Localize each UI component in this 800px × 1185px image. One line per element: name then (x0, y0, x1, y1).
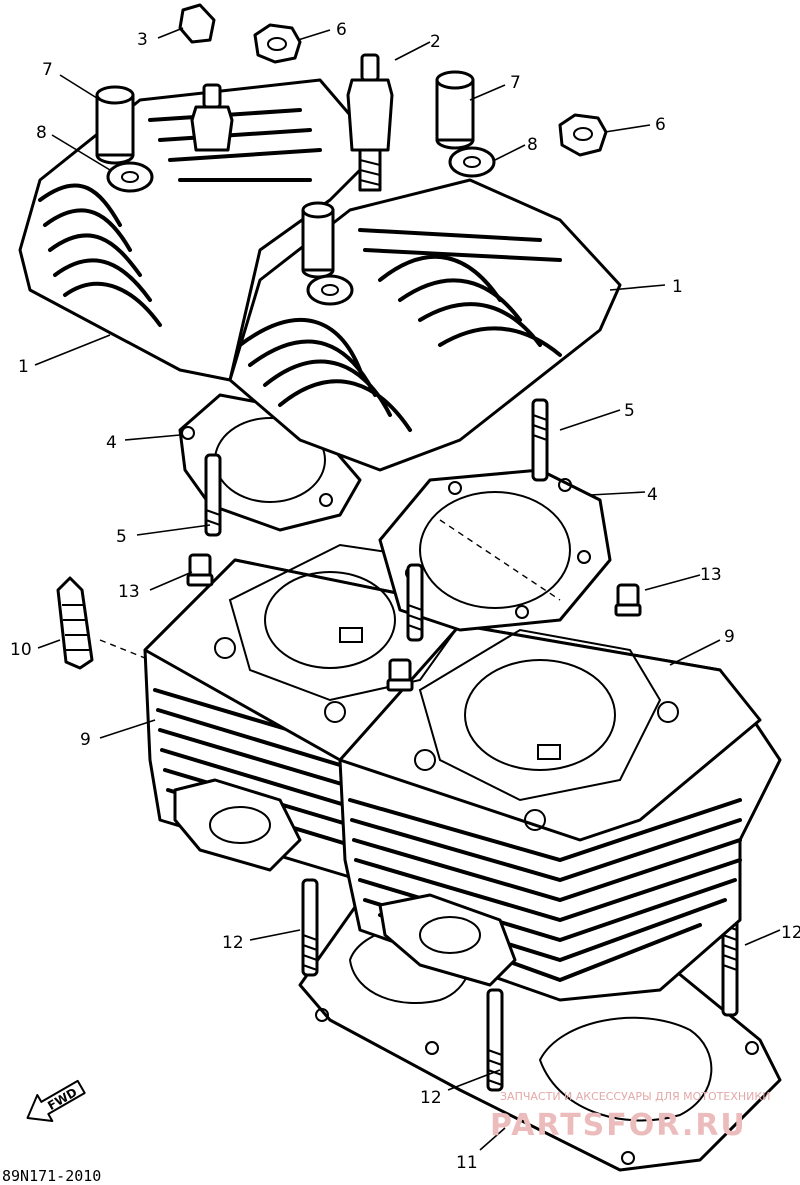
callout-8: 8 (36, 123, 47, 143)
leader-lines (34, 27, 781, 1151)
callout-4: 4 (647, 485, 658, 505)
spark-plugs (190, 53, 394, 192)
callout-6: 6 (336, 20, 347, 40)
callout-13: 13 (700, 565, 722, 585)
alignment-line (439, 519, 561, 601)
washers (106, 146, 496, 306)
callout-12: 12 (222, 933, 244, 953)
diagram-code: 89N171-2010 (2, 1167, 101, 1185)
callout-3: 3 (137, 30, 148, 50)
callout-12: 12 (420, 1088, 442, 1108)
callout-13: 13 (118, 582, 140, 602)
callout-2: 2 (430, 32, 441, 52)
callout-9: 9 (80, 730, 91, 750)
flange-bolts (186, 553, 642, 692)
head-studs (204, 398, 549, 642)
callout-5: 5 (116, 527, 127, 547)
stud-bolts (301, 878, 739, 1092)
watermark-brand: PARTSFOR.RU (490, 1108, 747, 1143)
callout-9: 9 (724, 627, 735, 647)
watermark: ЗАПЧАСТИ И АКСЕССУАРЫ ДЛЯ МОТОТЕХНИКИ PA… (490, 1090, 770, 1143)
callout-11: 11 (456, 1153, 478, 1173)
callout-6: 6 (655, 115, 666, 135)
callout-7: 7 (510, 73, 521, 93)
alignment-line (99, 639, 151, 661)
callout-10: 10 (10, 640, 32, 660)
callout-12: 12 (781, 923, 800, 943)
nuts (253, 23, 608, 157)
fwd-arrow: FWD (26, 1079, 86, 1122)
callout-1: 1 (18, 357, 29, 377)
callout-8: 8 (527, 135, 538, 155)
callout-1: 1 (672, 277, 683, 297)
watermark-tagline: ЗАПЧАСТИ И АКСЕССУАРЫ ДЛЯ МОТОТЕХНИКИ (500, 1090, 770, 1103)
callout-labels: 3 6 2 7 7 6 8 8 1 1 4 5 4 5 13 13 10 9 9… (10, 20, 800, 1173)
callout-4: 4 (106, 433, 117, 453)
collars (95, 70, 475, 279)
dowel-pin (56, 576, 94, 670)
plug-cap (178, 3, 216, 44)
callout-5: 5 (624, 401, 635, 421)
cylinder-tops (143, 543, 762, 842)
callout-7: 7 (42, 60, 53, 80)
